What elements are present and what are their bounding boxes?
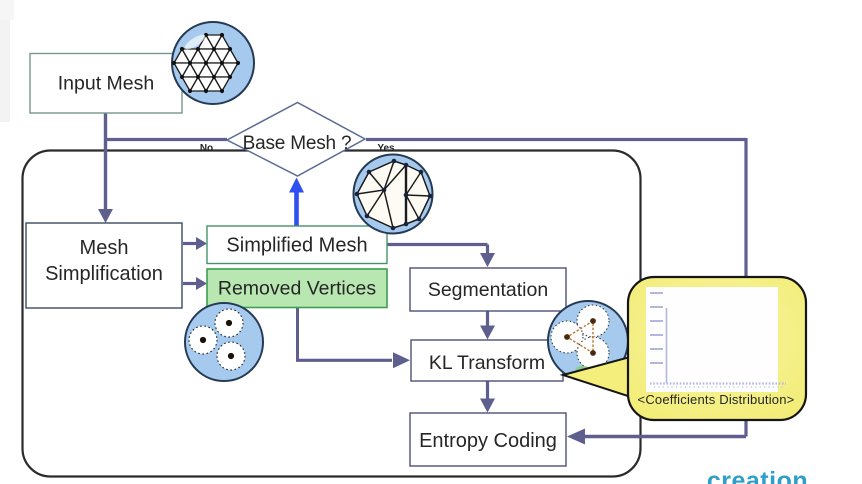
svg-text:Simplification: Simplification [45,263,163,285]
svg-text:No: No [200,143,213,154]
svg-text:Removed Vertices: Removed Vertices [218,278,376,300]
svg-text:Simplified Mesh: Simplified Mesh [226,235,367,257]
svg-text:Mesh: Mesh [80,237,129,259]
svg-text:Segmentation: Segmentation [428,279,548,301]
svg-text:Entropy Coding: Entropy Coding [419,430,557,452]
svg-text:KL Transform: KL Transform [429,352,545,374]
svg-text:Base Mesh ?: Base Mesh ? [243,133,352,154]
svg-text:Input Mesh: Input Mesh [58,73,154,95]
svg-text:<Coefficients Distribution>: <Coefficients Distribution> [638,392,795,407]
svg-text:Yes: Yes [377,143,395,154]
svg-text:creation: creation [707,467,808,484]
